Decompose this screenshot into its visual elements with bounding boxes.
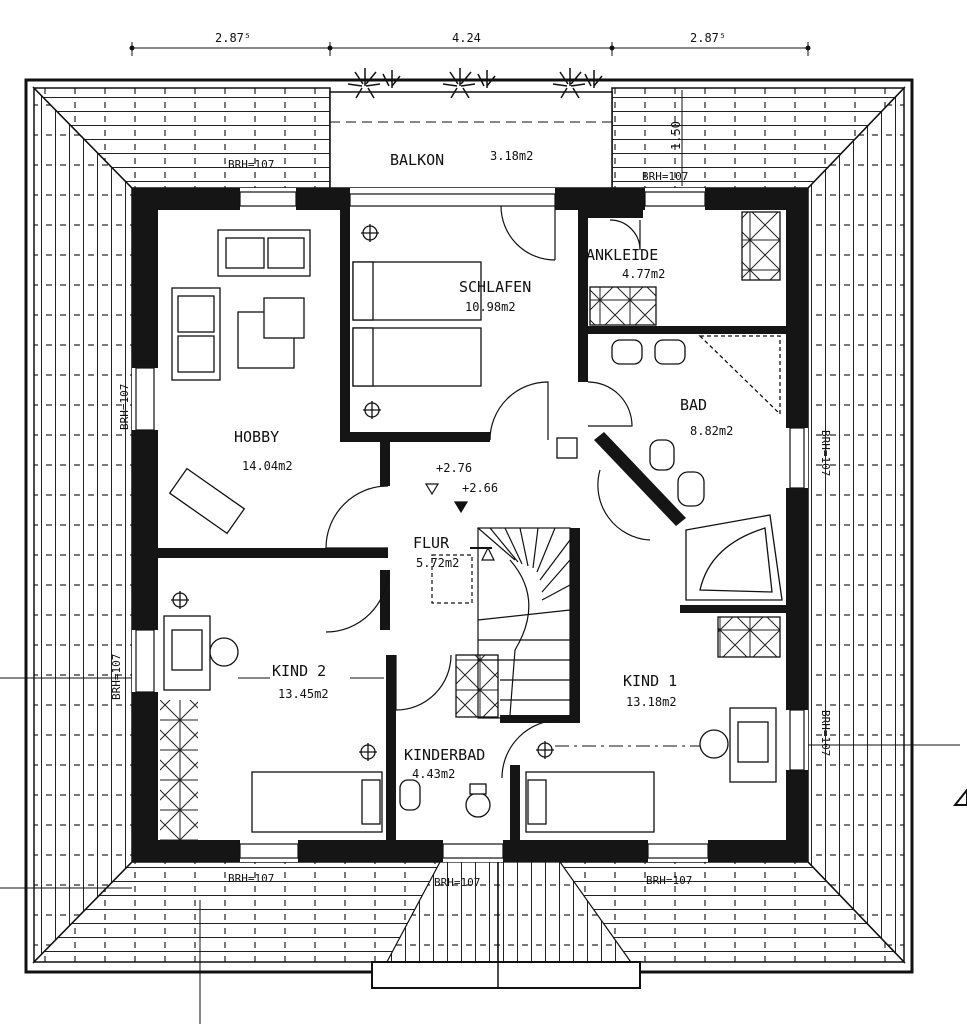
doors (325, 205, 651, 779)
windows (135, 191, 805, 859)
level-lower: +2.66 (462, 481, 498, 495)
room-area-schlafen: 10.98m2 (465, 300, 516, 314)
dimension-left: 2.87⁵ (215, 31, 251, 45)
room-name-balkon: BALKON (390, 151, 444, 169)
desk-icon (168, 467, 246, 535)
balcony: BALKON 3.18m2 1.50 (329, 68, 683, 189)
room-area-kind2: 13.45m2 (278, 687, 329, 701)
furniture (163, 211, 783, 833)
window-sill-labels: BRH=107 BRH=107 BRH=107 BRH=107 BRH=107 … (110, 158, 832, 889)
room-name-flur: FLUR (413, 534, 450, 552)
brh-label: BRH=107 (642, 170, 688, 183)
level-upper: +2.76 (436, 461, 472, 475)
room-labels: ANKLEIDE 4.77m2 SCHLAFEN 10.98m2 BAD 8.8… (234, 246, 733, 781)
brh-label: BRH=107 (434, 876, 480, 889)
room-name-hobby: HOBBY (234, 428, 279, 446)
staircase (431, 527, 571, 719)
bed-icon (352, 261, 482, 321)
level-marker (424, 483, 469, 514)
brh-label: BRH=107 (819, 710, 832, 756)
plant-icon (347, 68, 603, 99)
brh-label: BRH=107 (228, 158, 274, 171)
room-name-ankleide: ANKLEIDE (586, 246, 658, 264)
dimension-middle: 4.24 (452, 31, 481, 45)
light-icon (171, 224, 554, 761)
brh-label: BRH=107 (819, 430, 832, 476)
room-area-kinderbad: 4.43m2 (412, 767, 455, 781)
brh-label: BRH=107 (646, 874, 692, 887)
room-name-kind1: KIND 1 (623, 672, 677, 690)
walls (132, 188, 808, 862)
room-area-bad: 8.82m2 (690, 424, 733, 438)
brh-label: BRH=107 (110, 654, 123, 700)
room-area-balkon: 3.18m2 (490, 149, 533, 163)
brh-label: BRH=107 (118, 384, 131, 430)
bed-icon (251, 771, 383, 833)
brh-label: BRH=107 (228, 872, 274, 885)
room-name-schlafen: SCHLAFEN (459, 278, 531, 296)
room-area-flur: 5.72m2 (416, 556, 459, 570)
room-area-ankleide: 4.77m2 (622, 267, 665, 281)
dimension-balcony: 1.50 (669, 121, 683, 150)
room-area-hobby: 14.04m2 (242, 459, 293, 473)
room-name-bad: BAD (680, 396, 707, 414)
dimension-line: 2.87⁵ 4.24 2.87⁵ (129, 31, 811, 56)
room-area-kind1: 13.18m2 (626, 695, 677, 709)
room-name-kinderbad: KINDERBAD (404, 746, 485, 764)
bed-icon (525, 771, 655, 833)
dimension-right: 2.87⁵ (690, 31, 726, 45)
room-name-kind2: KIND 2 (272, 662, 326, 680)
